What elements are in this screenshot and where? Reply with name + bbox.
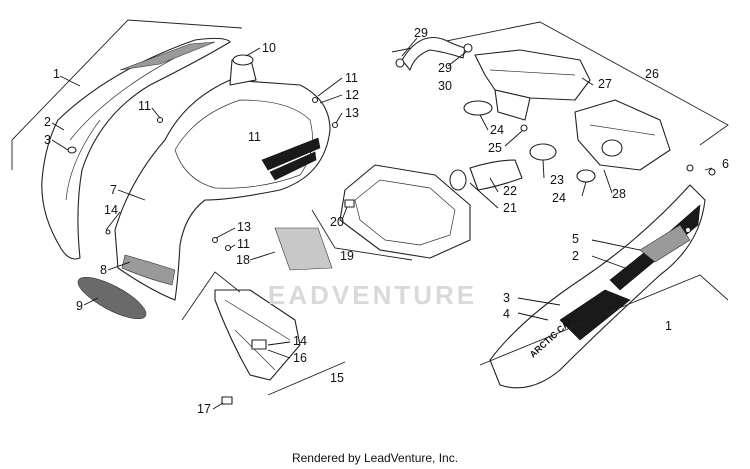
shield-piece-18 xyxy=(274,227,333,271)
callout-22: 22 xyxy=(503,184,517,198)
duct-22 xyxy=(469,159,523,191)
callout-15: 15 xyxy=(330,371,344,385)
callout-19: 19 xyxy=(340,249,354,263)
hose-30 xyxy=(401,36,466,71)
nut-13-b xyxy=(211,236,219,244)
callout-3-left: 3 xyxy=(44,133,51,147)
callout-29-a: 29 xyxy=(414,26,428,40)
callout-24-a: 24 xyxy=(490,123,504,137)
callout-16: 16 xyxy=(293,351,307,365)
callout-5-right: 5 xyxy=(572,232,579,246)
watermark: EADVENTURE xyxy=(268,280,478,310)
callout-20: 20 xyxy=(330,215,344,229)
bracket-assembly-26 xyxy=(391,21,729,146)
nut-13-a xyxy=(331,121,339,129)
screw-6 xyxy=(708,168,716,176)
intake-duct-27 xyxy=(474,49,591,121)
callout-21: 21 xyxy=(503,201,517,215)
callout-13-b: 13 xyxy=(237,220,251,234)
callout-9: 9 xyxy=(76,299,83,313)
callout-27: 27 xyxy=(598,77,612,91)
clamp-29-b xyxy=(395,58,405,68)
air-box xyxy=(339,164,471,259)
callout-6: 6 xyxy=(722,157,729,171)
callout-1-right: 1 xyxy=(665,319,672,333)
leader-lines xyxy=(51,37,713,410)
callout-7: 7 xyxy=(110,183,117,197)
screw-14-a xyxy=(105,229,111,235)
lower-bracket-15 xyxy=(214,289,301,381)
left-side-panel xyxy=(41,37,231,260)
callout-1-left: 1 xyxy=(53,67,60,81)
left-panel-fastener xyxy=(67,146,77,154)
hood-cowl xyxy=(114,54,331,301)
screw-11-d xyxy=(224,244,232,252)
callout-4-right: 4 xyxy=(503,307,510,321)
callout-8: 8 xyxy=(100,263,107,277)
callout-14-b: 14 xyxy=(293,334,307,348)
callout-10: 10 xyxy=(262,41,276,55)
bracket-15-top xyxy=(181,271,241,321)
callout-14-a: 14 xyxy=(104,203,118,217)
callout-11-b: 11 xyxy=(248,130,261,144)
mesh-screen xyxy=(77,277,147,319)
callout-28: 28 xyxy=(612,187,626,201)
callout-11-a: 11 xyxy=(138,99,151,113)
bracket-assembly-1-right xyxy=(479,274,729,366)
clamp-23 xyxy=(529,143,557,161)
seal-24-a xyxy=(463,100,493,116)
callout-23: 23 xyxy=(550,173,564,187)
callout-26: 26 xyxy=(645,67,659,81)
bracket-15-bottom xyxy=(267,361,346,396)
callout-24-b: 24 xyxy=(552,191,566,205)
callout-labels: 1 2 3 7 8 9 10 11 11 11 11 12 13 13 14 1… xyxy=(44,26,729,416)
screw-11-a xyxy=(156,116,164,124)
callout-13-a: 13 xyxy=(345,106,359,120)
silencer-28 xyxy=(574,99,671,171)
callout-18: 18 xyxy=(236,253,250,267)
seal-24-b xyxy=(576,169,596,183)
callout-2-right: 2 xyxy=(572,249,579,263)
footer-credit: Rendered by LeadVenture, Inc. xyxy=(291,451,459,465)
bracket-assembly-1-left xyxy=(11,19,243,141)
bracket-19 xyxy=(311,209,413,261)
screw-11-b xyxy=(311,96,319,104)
clip-16 xyxy=(251,339,267,350)
nut-17 xyxy=(221,396,233,405)
callout-3-right: 3 xyxy=(503,291,510,305)
clip-20 xyxy=(344,199,355,208)
callout-11-d: 11 xyxy=(237,237,250,251)
callout-29-b: 29 xyxy=(438,61,452,75)
screw-28 xyxy=(686,164,694,172)
callout-12: 12 xyxy=(345,88,359,102)
callout-2-left: 2 xyxy=(44,115,51,129)
callout-25: 25 xyxy=(488,141,502,155)
nut-25 xyxy=(520,124,528,132)
callout-30: 30 xyxy=(438,79,452,93)
callout-17: 17 xyxy=(197,402,211,416)
seal-21 xyxy=(449,169,467,191)
right-side-panel: ARCTIC CAT xyxy=(489,184,706,389)
grommet-part-10 xyxy=(232,54,254,66)
callout-11-c: 11 xyxy=(345,71,358,85)
clamp-29-a xyxy=(463,43,473,53)
right-panel-fastener xyxy=(684,226,692,234)
